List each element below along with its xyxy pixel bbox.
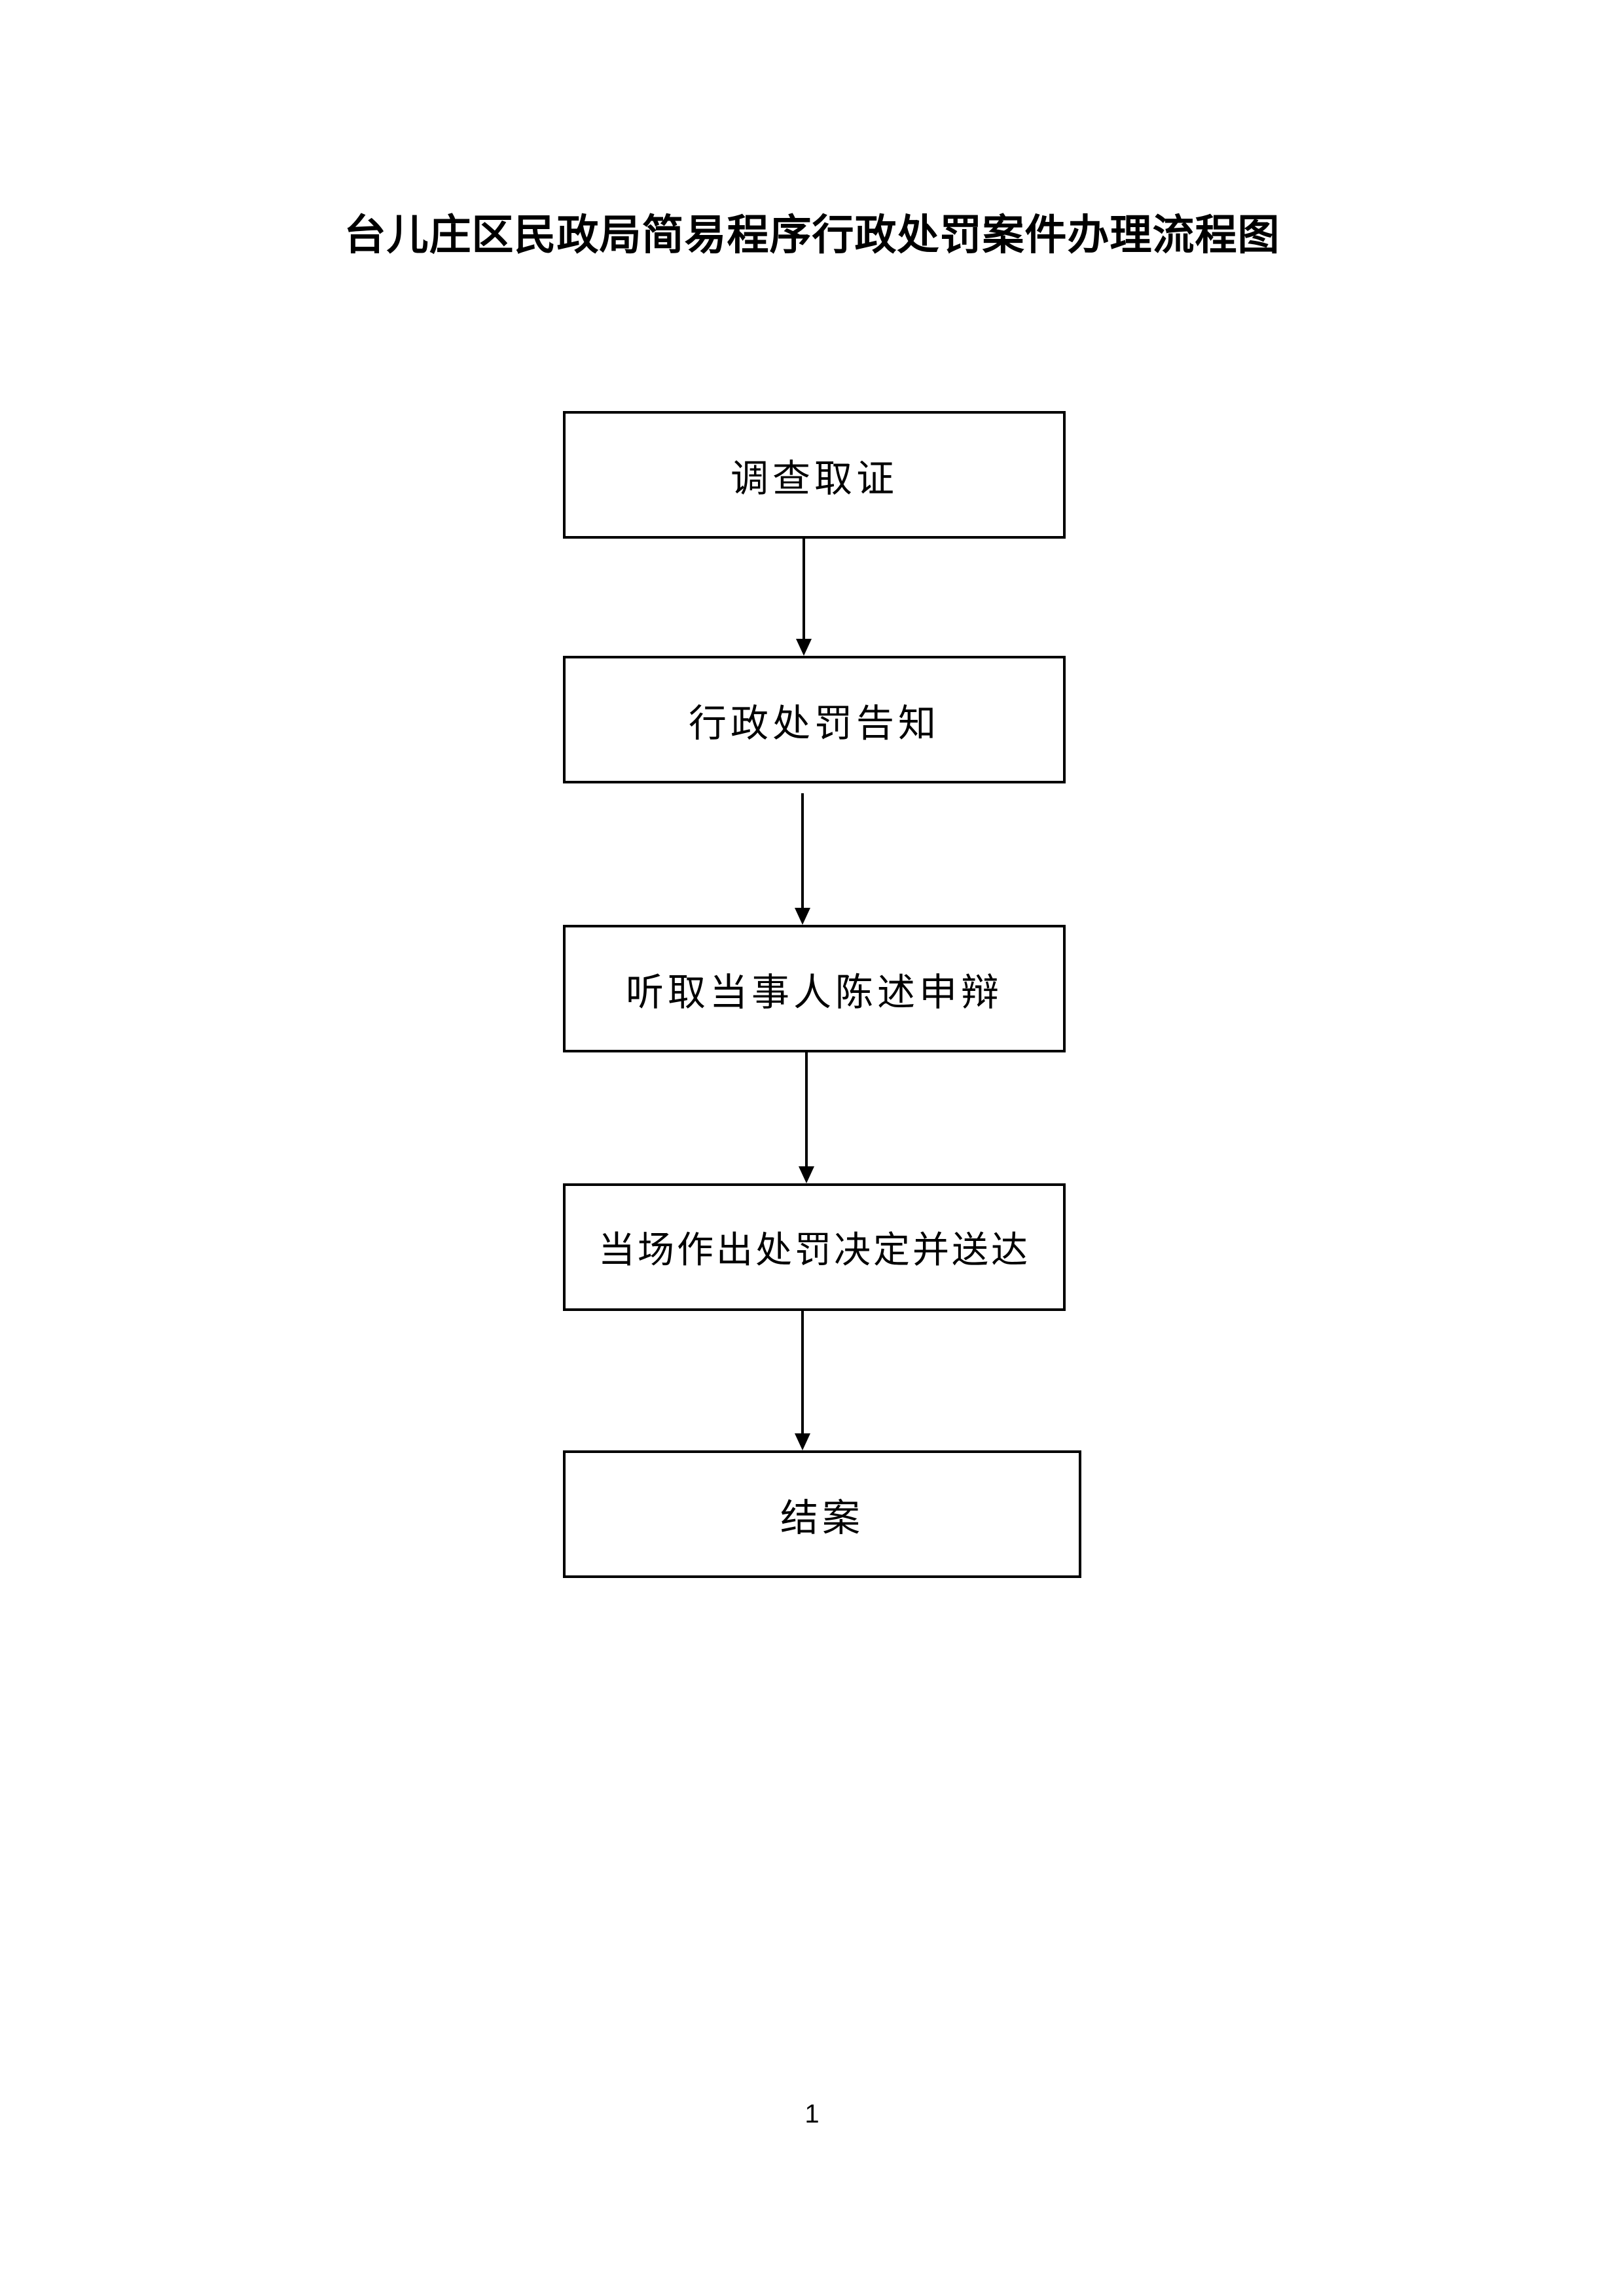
page-number: 1 xyxy=(804,2100,820,2128)
arrow-down-icon xyxy=(795,1311,810,1450)
flow-step-label: 结案 xyxy=(780,1495,864,1540)
page-title: 台儿庄区民政局简易程序行政处罚案件办理流程图 xyxy=(344,211,1280,260)
flow-step-label: 调查取证 xyxy=(730,456,898,501)
flow-step-label: 当场作出处罚决定并送达 xyxy=(598,1229,1030,1272)
flow-step-label: 听取当事人陈述申辩 xyxy=(625,969,1003,1014)
flow-step-label: 行政处罚告知 xyxy=(688,700,940,745)
flow-step-hear-statement: 听取当事人陈述申辩 xyxy=(563,925,1066,1052)
arrow-down-icon xyxy=(796,539,812,656)
flow-step-investigation: 调查取证 xyxy=(563,411,1066,539)
flow-step-case-closed: 结案 xyxy=(563,1450,1081,1578)
arrow-down-icon xyxy=(795,793,810,925)
flow-step-penalty-notice: 行政处罚告知 xyxy=(563,656,1066,783)
flow-step-on-site-decision: 当场作出处罚决定并送达 xyxy=(563,1183,1066,1311)
arrow-down-icon xyxy=(799,1052,814,1183)
